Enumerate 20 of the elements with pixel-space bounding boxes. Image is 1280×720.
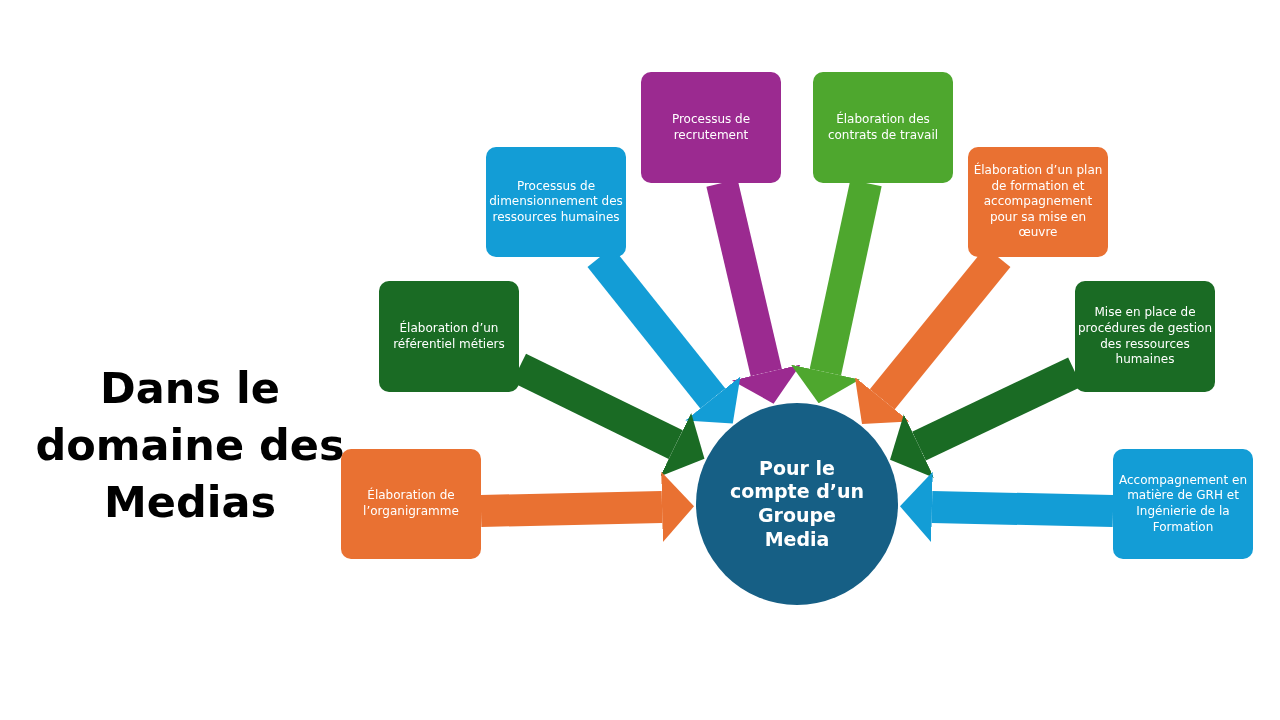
process-box [379,281,519,392]
block-arrow [480,471,695,543]
node-label: Processus de recrutement [670,111,752,144]
node-label: Pour le compte d’un Groupe Media [728,456,866,552]
process-box [341,449,481,559]
node-label: Élaboration de l’organigramme [362,488,460,520]
node-label: Processus de dimensionnement des ressources humaines [489,178,623,226]
process-box [486,147,626,257]
process-box [1113,449,1253,559]
title: Dans le domaine des Medias [34,362,346,530]
process-box [813,72,953,183]
process-box [641,72,781,183]
process-box [968,147,1108,257]
node-label: Élaboration d’un plan de formation et accompagnement pour sa mise en œuvre [972,163,1104,241]
block-arrow [899,471,1114,543]
node-label: Élaboration d’un référentiel métiers [392,320,506,353]
node-label: Élaboration des contrats de travail [826,111,940,144]
node-label: Mise en place de procédures de gestion des ressources humaines [1078,305,1212,368]
node-label: Accompagnement en matière de GRH et Ingénierie de la Formation [1118,472,1248,536]
process-box [1075,281,1215,392]
